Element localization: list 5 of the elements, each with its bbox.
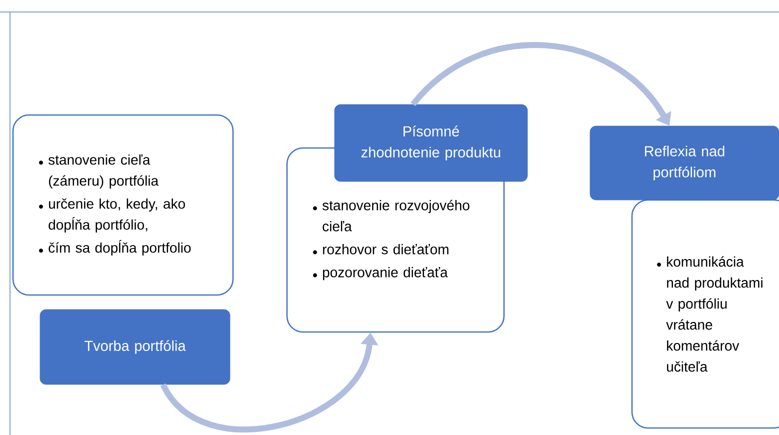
heading-box: Písomné zhodnotenie produktu: [334, 104, 528, 182]
bullet-list-box: komunikácia nad produktami v portfóliu vrátane komentárov učiteľa: [631, 199, 779, 429]
bullet-list-box: stanovenie cieľa (zámeru) portfólia určenie kto, kedy, ako dopĺňa portfólio, čím sa dopĺňa portfolio: [12, 114, 234, 296]
heading-box: Tvorba portfólia: [40, 309, 230, 385]
heading-box: Reflexia nad portfóliom: [590, 126, 779, 200]
